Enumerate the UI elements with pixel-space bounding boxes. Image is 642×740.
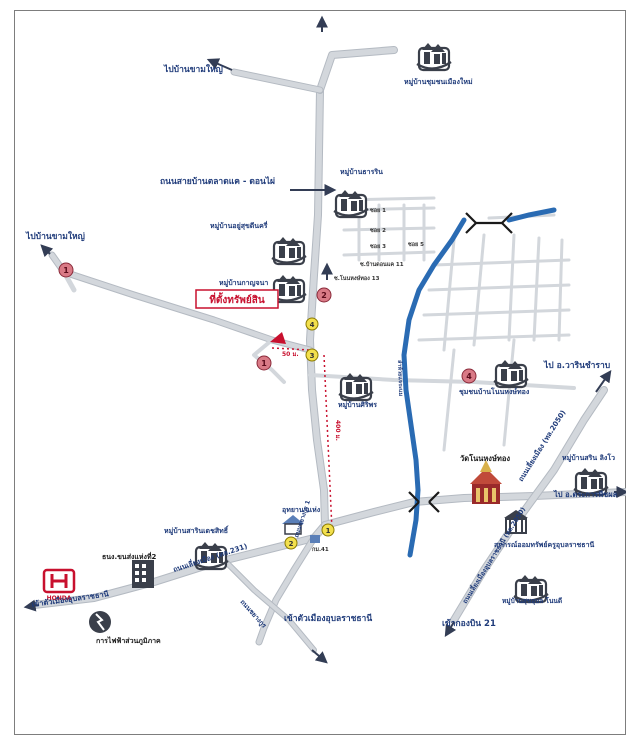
property-site-label: ที่ตั้งทรัพย์สิน <box>209 292 264 306</box>
bridge-icon <box>465 212 513 234</box>
svg-text:2: 2 <box>289 540 294 548</box>
label-ubon-rat-market: อุทยานฯแห่ง <box>282 506 321 514</box>
label-to-ubon-city-bottom: เข้าตัวเมืองอุบลราชธานี <box>284 613 372 624</box>
label-community-non-hong: ชุมชนบ้านโนนหงษ์ทอง <box>459 387 530 396</box>
marker-2: 2 <box>316 287 332 303</box>
marker-4: 4 <box>305 317 319 331</box>
honda-brand-text: HONDA <box>47 595 72 602</box>
river <box>401 217 467 558</box>
house-group-icon <box>415 41 453 72</box>
svg-text:3: 3 <box>310 352 315 360</box>
label-soi-1: ซอย 1 <box>370 207 386 214</box>
label-to-kong-bin: เข้ากองบิน 21 <box>442 618 496 629</box>
marker-3: 3 <box>305 348 319 362</box>
label-village-sarin-sathit: หมู่บ้านสารินเดชสิทธิ์ <box>164 525 229 536</box>
svg-text:1: 1 <box>261 359 267 368</box>
label-dist-50: 50 ม. <box>282 351 299 358</box>
label-to-ban-kham-yai-top: ไปบ้านขามใหญ่ <box>163 64 223 75</box>
label-village-thara-rin: หมู่บ้านธารริน <box>340 167 383 177</box>
label-wat-non-hong: วัดโนนหงษ์ทอง <box>460 453 510 463</box>
house-small-icon <box>282 515 304 535</box>
house-group-icon <box>337 371 375 402</box>
marker-2-bottom: 2 <box>284 536 298 550</box>
label-soi-5: ซอย 5 <box>408 241 424 248</box>
electricity-logo-icon <box>89 611 111 633</box>
label-village-siri-porn: หมู่บ้านศิริพร <box>338 400 377 410</box>
marker-1-site: 1 <box>256 355 272 371</box>
label-km-41: กม.41 <box>312 546 329 553</box>
label-moo-ban-don-kae: ซ.โนนหงษ์ทอง 13 <box>334 274 380 282</box>
property-pin-icon <box>270 332 286 344</box>
bank-icon <box>132 560 154 588</box>
label-road-tlmk: ถนนสายบ้านตลาดแค - ดอนไผ่ <box>160 176 275 187</box>
distance-guides <box>271 347 333 531</box>
svg-text:1: 1 <box>326 527 331 535</box>
label-soi-2: ซอย 2 <box>370 227 386 234</box>
label-river: ลำห้วยแจระแม <box>396 360 405 397</box>
km-marker-icon <box>310 535 320 543</box>
label-soi-7: ซ.บ้านดอนแค 11 <box>360 260 404 268</box>
label-to-ubon-market: ไป อ.ตระการพืชผล <box>553 489 618 499</box>
temple-icon <box>470 460 502 504</box>
house-group-icon <box>270 235 308 266</box>
river-branch <box>506 207 557 223</box>
bridge-icon <box>408 491 440 513</box>
direction-arrows <box>23 15 629 664</box>
location-map: HONDA ที่ตั้งทรัพย์สิน 1 1 2 4 3 <box>14 10 630 735</box>
label-to-ban-kham-yai-left: ไปบ้านขามใหญ่ <box>25 231 85 242</box>
label-village-yu-suk-dee: หมู่บ้านอยู่สุขดีนครี่ <box>210 220 268 231</box>
label-village-jumpol-mai: หมู่บ้านชุมชนเมืองใหม่ <box>404 77 473 87</box>
house-group-icon <box>492 358 530 389</box>
svg-text:4: 4 <box>466 372 472 381</box>
label-dist-400: 400 ม. <box>334 420 341 441</box>
label-village-suk-ubon: หมู่บ้านสุขอุบล โนนดี <box>502 596 562 606</box>
marker-4-right: 4 <box>461 368 477 384</box>
label-electricity: การไฟฟ้าส่วนภูมิภาค <box>96 636 161 646</box>
label-coop-ubon: สหกรณ์ออมทรัพย์ครูอุบลราชธานี <box>494 540 595 550</box>
marker-1-left: 1 <box>58 262 74 278</box>
map-frame: HONDA ที่ตั้งทรัพย์สิน 1 1 2 4 3 <box>14 10 630 735</box>
svg-text:1: 1 <box>63 266 69 275</box>
house-group-icon <box>332 188 370 219</box>
svg-text:4: 4 <box>310 321 315 329</box>
marker-1-bottom: 1 <box>321 523 335 537</box>
label-bank-branch: ธนง.ขนส่งแห่งที่2 <box>102 551 157 561</box>
svg-text:2: 2 <box>321 291 327 300</box>
coop-building-icon <box>504 510 528 534</box>
property-site-box: ที่ตั้งทรัพย์สิน <box>195 289 279 309</box>
label-to-warin: ไป อ.วารินชำราบ <box>543 360 610 371</box>
label-soi-3: ซอย 3 <box>370 243 386 250</box>
honda-logo-icon: HONDA <box>42 568 76 602</box>
label-village-sirin-nirat: หมู่บ้านสริน ลิงโว <box>562 453 615 463</box>
label-village-kanchana: หมู่บ้านกาญจนา <box>219 278 268 288</box>
